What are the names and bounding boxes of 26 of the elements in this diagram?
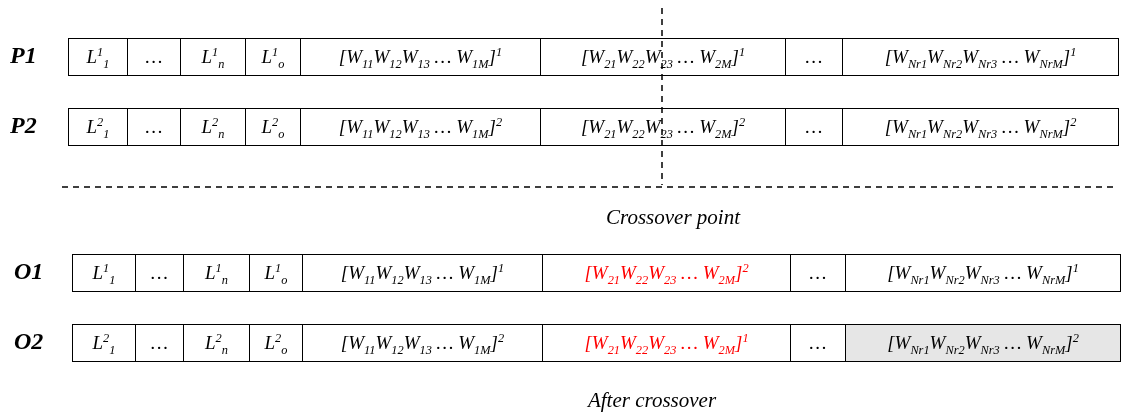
table-cell: … <box>135 254 184 292</box>
table-cell: … <box>790 324 846 362</box>
table-cell: … <box>785 38 843 76</box>
table-cell: [W$_{21}$W$_{22}$W$_{23}$ … W$_{2M}$]$^{1}$ <box>540 38 786 76</box>
table-cell: … <box>790 254 846 292</box>
table-cell: … <box>785 108 843 146</box>
table-cell: … <box>135 324 184 362</box>
table-cell: … <box>127 108 181 146</box>
caption-text: Crossover point <box>606 205 740 230</box>
table-cell: [W$_{11}$W$_{12}$W$_{13}$ … W$_{1M}$]$^{1}$ <box>300 38 541 76</box>
table-cell: [W$_{21}$W$_{22}$W$_{23}$ … W$_{2M}$]$^{1}$ <box>542 324 791 362</box>
table-cell: [W$_{Nr1}$W$_{Nr2}$W$_{Nr3}$ … W$_{NrM}$]$^{1}$ <box>842 38 1119 76</box>
table-cell: [W$_{11}$W$_{12}$W$_{13}$ … W$_{1M}$]$^{2}$ <box>302 324 543 362</box>
caption-text: After crossover <box>587 388 717 413</box>
table-cell: [W$_{11}$W$_{12}$W$_{13}$ … W$_{1M}$]$^{2}$ <box>300 108 541 146</box>
table-cell: [W$_{21}$W$_{22}$W$_{23}$ … W$_{2M}$]$^{2}$ <box>542 254 791 292</box>
row-label: P1 <box>10 42 37 69</box>
table-cell: [W$_{Nr1}$W$_{Nr2}$W$_{Nr3}$ … W$_{NrM}$]$^{2}$ <box>845 324 1121 362</box>
table-cell: … <box>127 38 181 76</box>
row-label: O1 <box>14 258 44 285</box>
table-cell: [W$_{Nr1}$W$_{Nr2}$W$_{Nr3}$ … W$_{NrM}$]$^{1}$ <box>845 254 1121 292</box>
table-cell: [W$_{21}$W$_{22}$W$_{23}$ … W$_{2M}$]$^{2}$ <box>540 108 786 146</box>
row-label: P2 <box>10 112 37 139</box>
table-cell: [W$_{11}$W$_{12}$W$_{13}$ … W$_{1M}$]$^{1}$ <box>302 254 543 292</box>
row-label: O2 <box>14 328 44 355</box>
table-cell: [W$_{Nr1}$W$_{Nr2}$W$_{Nr3}$ … W$_{NrM}$]$^{2}$ <box>842 108 1119 146</box>
